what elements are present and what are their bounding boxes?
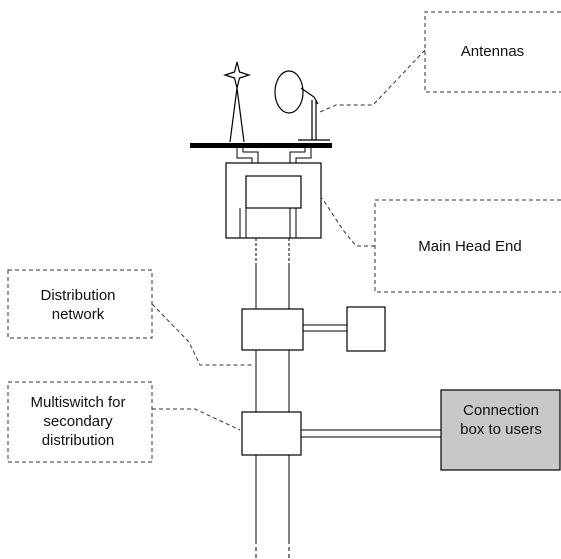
terrestrial-antenna-icon [223, 61, 251, 143]
main-head-end-label: Main Head End [418, 238, 522, 255]
multiswitch-label: Multiswitch for secondary distribution [30, 394, 126, 449]
main-head-end-callout [321, 197, 561, 293]
satellite-dish-icon [274, 70, 330, 141]
distribution-network-callout [7, 269, 254, 366]
connection-box [440, 389, 561, 471]
antennas-callout [319, 11, 561, 113]
distribution-network-label: Distribution network [40, 287, 116, 323]
antennas-callout-box [424, 11, 561, 93]
connection-box-label: Connection box to users [460, 402, 542, 438]
antennas-leader-line [319, 49, 426, 113]
distribution-amplifier-unit [241, 306, 386, 352]
antenna-feeder-cables [236, 148, 312, 176]
antennas-label: Antennas [460, 43, 525, 60]
multiswitch-callout [7, 381, 241, 463]
mounting-bar [190, 143, 332, 148]
multiswitch-unit [241, 411, 441, 456]
trunk-cable [255, 238, 290, 559]
main-head-end-unit [225, 162, 322, 239]
